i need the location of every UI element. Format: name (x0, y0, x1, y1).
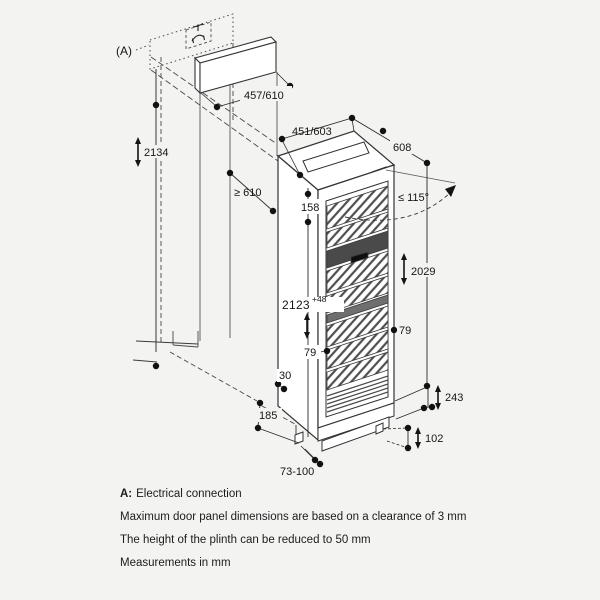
dim-line-cabinet-width (281, 117, 353, 140)
dim-cabinet-width: 451/603 (292, 126, 332, 138)
wine-rack-shelf (326, 250, 389, 294)
dimension-lines (200, 72, 429, 464)
dim-plinth-depth: 185 (259, 410, 277, 422)
dimension-arrows (135, 137, 441, 449)
dim-cabinet-depth: 608 (393, 142, 411, 154)
wine-rack-shelf (326, 329, 389, 370)
electrical-connection-icon (191, 23, 206, 44)
dim-top-clearance: 158 (301, 202, 319, 214)
note-clearance: Maximum door panel dimensions are based … (120, 511, 467, 523)
niche-depth-dashed-2 (150, 69, 279, 162)
floor-dashed-1 (169, 351, 258, 402)
dim-line-cabinet-depth (351, 117, 428, 164)
footnotes: A:Electrical connection Maximum door pan… (120, 487, 580, 579)
plinth (321, 416, 390, 452)
wine-rack-shelf (326, 351, 389, 391)
niche-depth-dashed-1 (150, 56, 278, 145)
niche-floor-line-2 (132, 359, 158, 363)
arrow-niche-height-icon (135, 137, 141, 167)
note-a-text: Electrical connection (136, 488, 242, 500)
arrow-lower-clearance-icon (435, 385, 441, 410)
door-panel-front-face (199, 41, 277, 94)
foot-right (375, 422, 384, 435)
dim-plinth-height-range: 73-100 (280, 466, 314, 478)
note-a-prefix: A: (120, 488, 133, 500)
note-plinth: The height of the plinth can be reduced … (120, 534, 371, 546)
dim-plinth-panel-height: 102 (425, 433, 443, 445)
dim-hinge-offset-left: 79 (304, 347, 316, 359)
foot-left (294, 431, 304, 445)
niche-outline (132, 13, 296, 425)
door-swing-arrowhead-icon (445, 185, 456, 197)
arrow-plinth-panel-icon (415, 427, 421, 449)
dim-door-panel-width: 457/610 (244, 90, 284, 102)
dim-niche-depth: ≥ 610 (234, 187, 261, 199)
door-panel (193, 36, 278, 95)
dim-plinth-recess: 30 (279, 370, 291, 382)
wine-rack-shelf (326, 305, 389, 348)
marker-a-leader (135, 44, 150, 51)
niche-plinth-step (172, 331, 199, 348)
wall-dotted-outline (149, 13, 234, 70)
vent-grille (326, 375, 389, 413)
control-panel-band (326, 230, 389, 269)
note-electrical-connection: A:Electrical connection (120, 487, 580, 501)
dim-hinge-offset-right: 79 (399, 325, 411, 337)
divider-shelf (326, 294, 389, 324)
cabinet-top-lid (302, 141, 370, 173)
door-swing-line (385, 169, 456, 184)
label-masks (142, 86, 441, 422)
cabinet-base-strip (317, 402, 395, 442)
dim-door-height: 2029 (411, 266, 435, 278)
dim-line-niche-depth (229, 172, 274, 212)
dim-appliance-height: 2123 (282, 298, 310, 312)
dim-door-opening-angle: ≤ 115° (398, 192, 429, 204)
door-swing (344, 169, 456, 221)
arrow-door-height-icon (401, 253, 407, 285)
dim-appliance-height-tolerance: +48 (312, 294, 327, 304)
note-units: Measurements in mm (120, 557, 231, 569)
marker-a-label: (A) (116, 44, 132, 58)
wine-rack-shelf (326, 211, 389, 249)
wine-rack-shelf (326, 185, 389, 230)
door-panel-side-face (194, 56, 201, 95)
niche-floor-line-1 (135, 340, 199, 345)
dim-niche-height: 2134 (144, 147, 168, 159)
dimension-dots (152, 82, 436, 468)
wine-racks (326, 185, 389, 413)
dim-lower-clearance: 243 (445, 392, 463, 404)
arrow-appliance-height-icon (304, 313, 310, 339)
